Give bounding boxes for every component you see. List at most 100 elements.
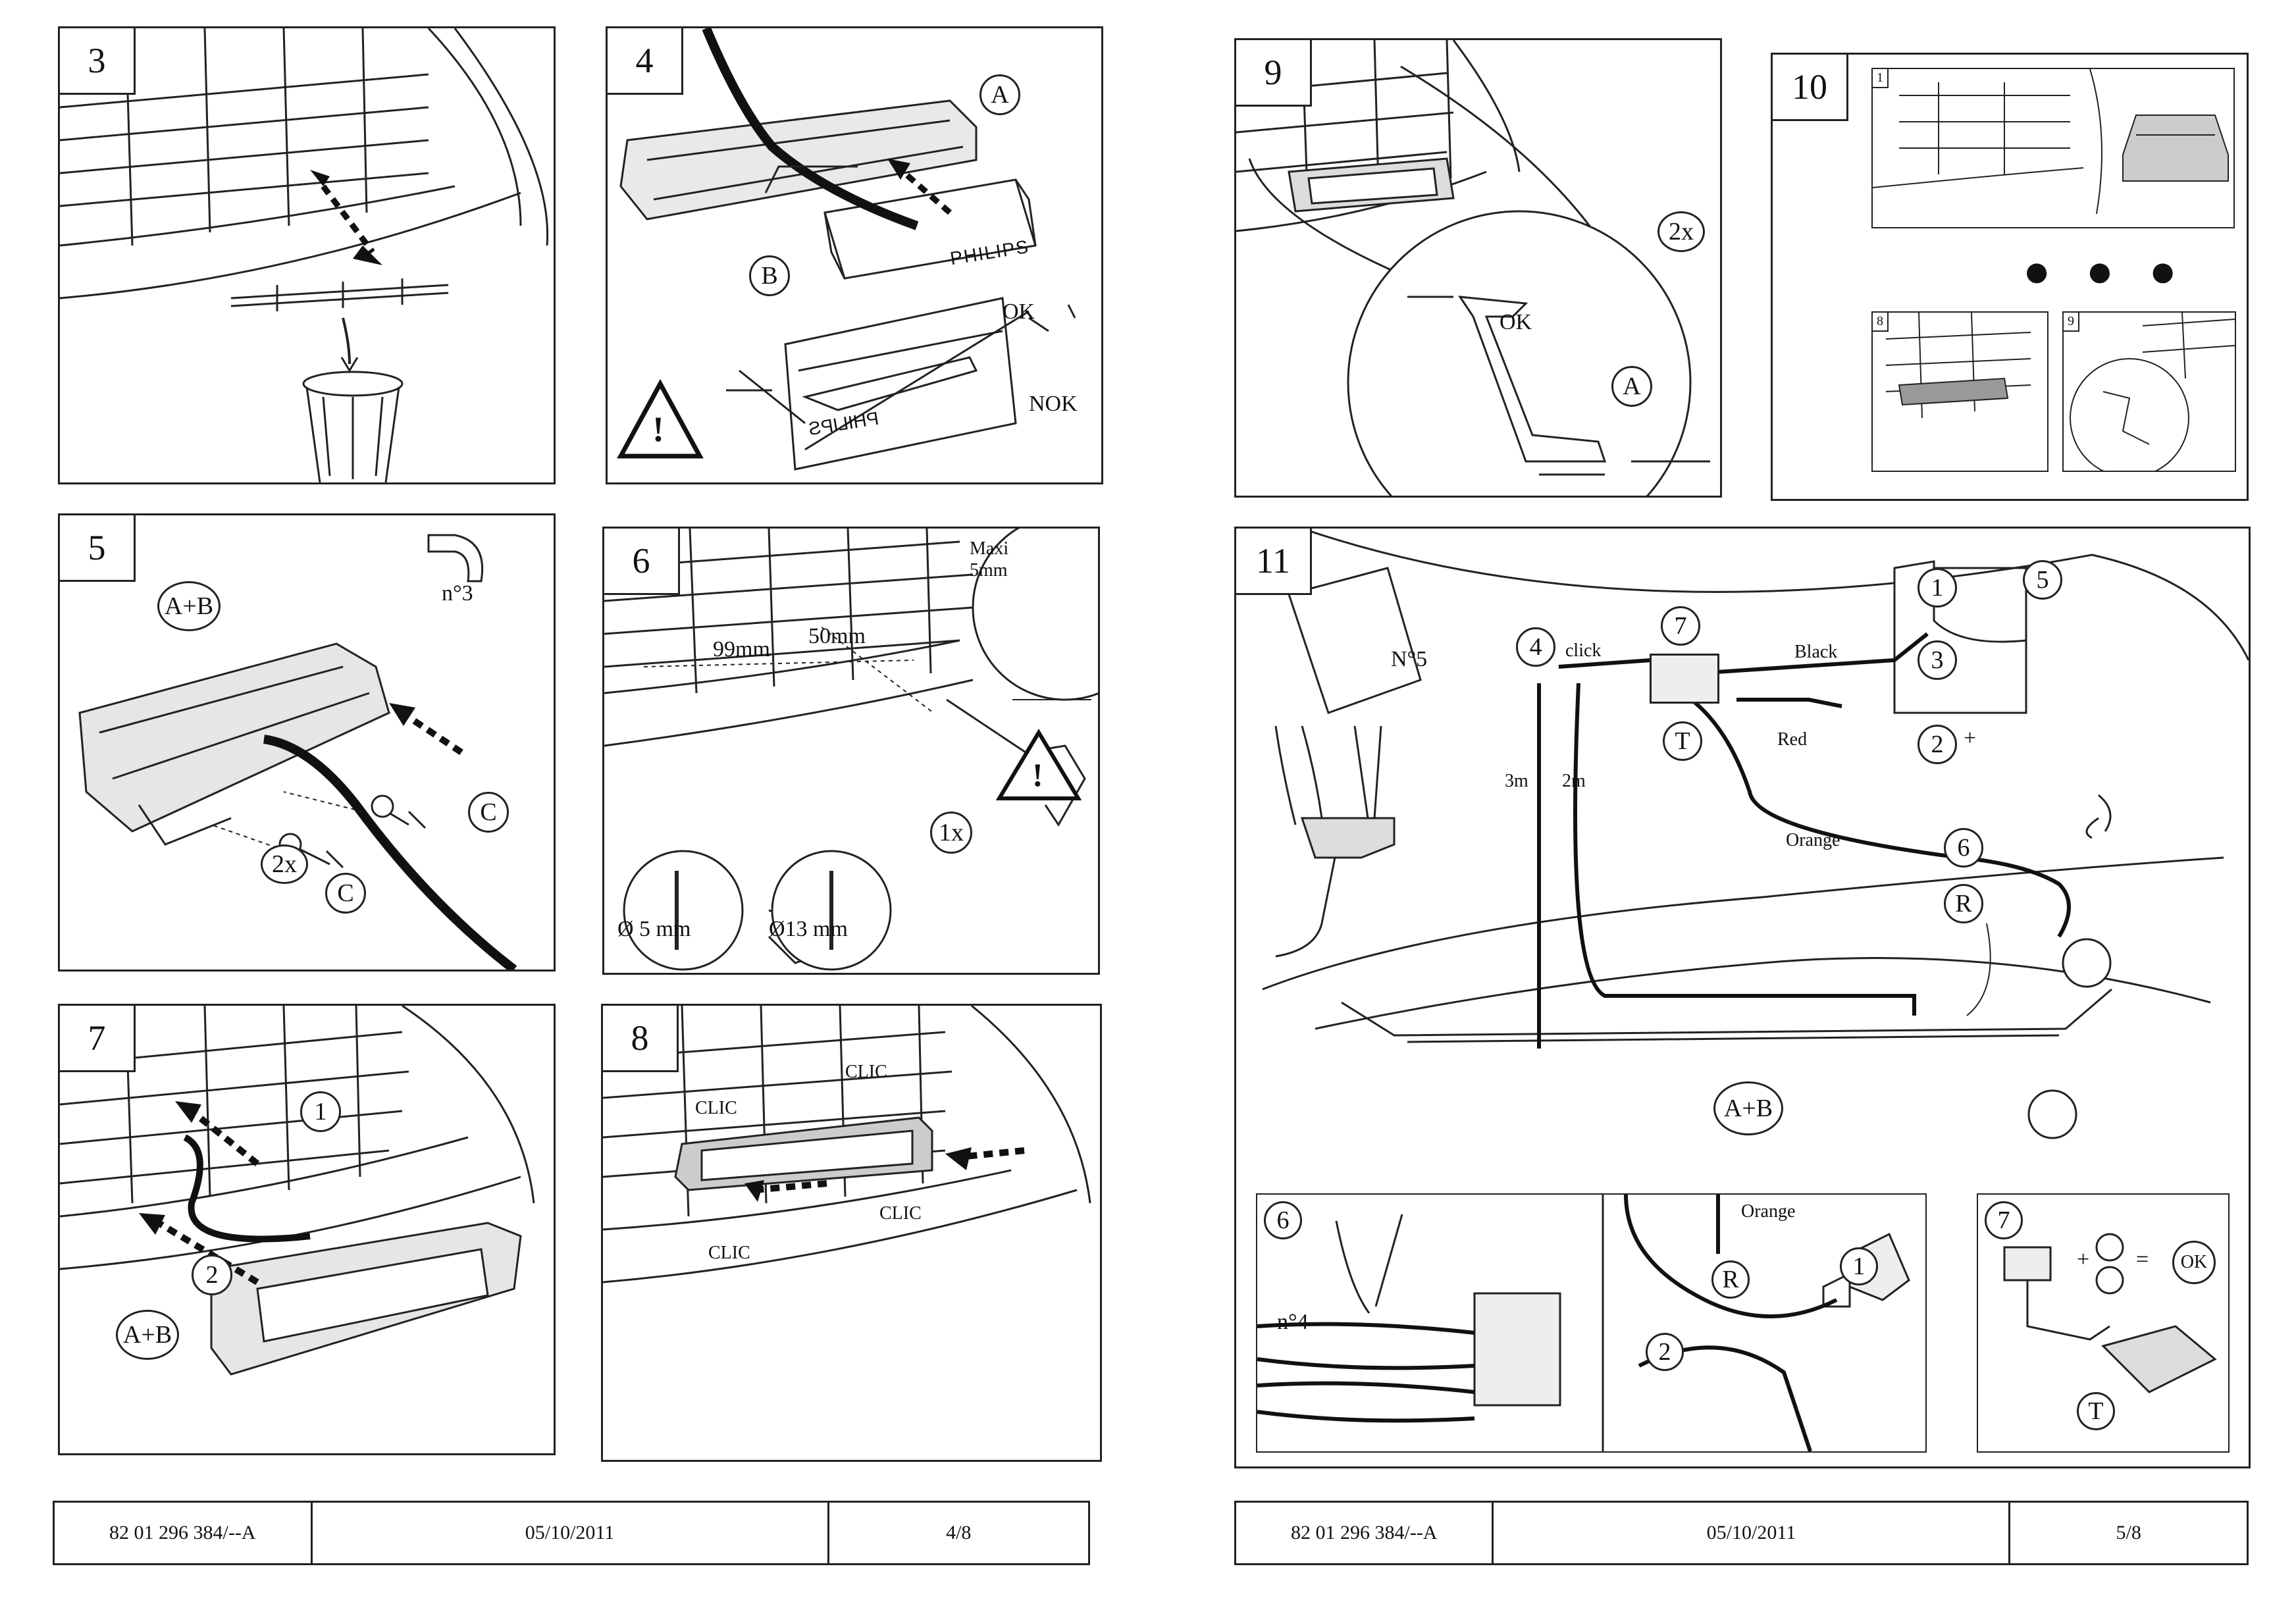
- callout-5: 5: [2023, 560, 2062, 600]
- clic-label: CLIC: [695, 1098, 737, 1118]
- callout-step-2: 2: [1646, 1333, 1684, 1371]
- callout-quantity: 1x: [930, 812, 972, 854]
- step-number: 3: [60, 28, 136, 95]
- callout-step-2: 2: [192, 1255, 232, 1295]
- drill-diameter-13: Ø13 mm: [769, 917, 848, 941]
- max-depth-label: Maxi: [970, 538, 1009, 559]
- cable-2m-label: 2m: [1562, 771, 1586, 791]
- step-7-panel: 7 1 2 A+B: [58, 1004, 556, 1455]
- ok-label: OK: [1003, 299, 1035, 324]
- drill-diameter-5: Ø 5 mm: [617, 917, 691, 941]
- callout-3: 3: [1918, 640, 1957, 680]
- page-number: 4/8: [946, 1522, 972, 1543]
- clip-thumbnail: [1885, 313, 2031, 419]
- step-5-panel: 5 A+B n°3 2x C C: [58, 513, 556, 971]
- detail-6-panel: 6 n°4 Orange R 1 2: [1256, 1193, 1927, 1453]
- step-9-panel: 9 2x OK A: [1234, 38, 1722, 498]
- test-detail: [2003, 1233, 2217, 1393]
- thumbnail-step-1: 1: [1871, 68, 2235, 228]
- callout-step-1: 1: [1840, 1247, 1878, 1285]
- clic-label: CLIC: [845, 1062, 887, 1082]
- callout-a-plus-b: A+B: [157, 581, 221, 631]
- step-4-panel: 4 A B PHILIPS PHILIPS OK NOK !: [606, 26, 1103, 484]
- warning-icon: !: [652, 409, 664, 449]
- nok-label: NOK: [1029, 392, 1078, 416]
- callout-b: B: [749, 255, 790, 296]
- callout-quantity: 2x: [261, 844, 308, 884]
- clic-label: CLIC: [708, 1243, 750, 1263]
- callout-a: A: [1611, 366, 1652, 407]
- detail-number: 7: [1985, 1201, 2023, 1239]
- right-page-footer: 82 01 296 384/--A 05/10/2011 5/8: [1234, 1501, 2249, 1565]
- wire-orange-label: Orange: [1786, 830, 1840, 850]
- equals-sign: =: [2136, 1247, 2149, 1272]
- vehicle-thumbnail: [1873, 69, 2229, 215]
- plus-sign: +: [2077, 1247, 2090, 1272]
- wire-orange-label: Orange: [1741, 1201, 1796, 1222]
- thumbnail-step-8: 8: [1871, 311, 2048, 472]
- thumbnail-step-9: 9: [2062, 311, 2236, 472]
- step-number: 5: [60, 515, 136, 582]
- callout-r: R: [1944, 884, 1983, 923]
- tool-size-label: n°4: [1277, 1310, 1309, 1334]
- detail-number: 6: [1264, 1201, 1302, 1239]
- battery-plus-sign: +: [1964, 726, 1977, 750]
- document-reference: 82 01 296 384/--A: [1236, 1503, 1494, 1563]
- document-date: 05/10/2011: [313, 1503, 829, 1563]
- cable-3m-label: 3m: [1505, 771, 1528, 791]
- callout-quantity: 2x: [1657, 211, 1705, 252]
- step-number: 4: [608, 28, 683, 95]
- step-number: 9: [1236, 40, 1312, 107]
- lamp-fitting-illustration: [60, 1006, 535, 1376]
- thumbnail-number: 8: [1873, 313, 1889, 332]
- callout-1: 1: [1918, 568, 1957, 608]
- left-page-footer: 82 01 296 384/--A 05/10/2011 4/8: [53, 1501, 1090, 1565]
- wiring-diagram: [1262, 529, 2249, 1139]
- page-number: 5/8: [2116, 1522, 2141, 1543]
- continuation-dots: ● ● ●: [2023, 246, 2189, 297]
- callout-screw-c: C: [468, 792, 509, 833]
- step-number: 7: [60, 1006, 136, 1072]
- step-number: 8: [603, 1006, 679, 1072]
- lamp-insertion-illustration: [617, 28, 1076, 471]
- ok-label: OK: [1500, 310, 1532, 334]
- callout-4: 4: [1516, 627, 1555, 667]
- grille-removal-illustration: [60, 28, 549, 482]
- step-number: 6: [604, 529, 680, 595]
- callout-6: 6: [1944, 828, 1983, 868]
- wire-red-label: Red: [1777, 729, 1808, 750]
- step-number: 11: [1236, 529, 1312, 595]
- callout-a-plus-b: A+B: [116, 1310, 179, 1360]
- distance-99mm: 99mm: [713, 637, 770, 661]
- bracket-check-illustration: [1236, 40, 1710, 496]
- step-8-panel: 8 CLIC CLIC CLIC CLIC: [601, 1004, 1102, 1462]
- cable-connection-detail: [1257, 1195, 1910, 1451]
- callout-a-plus-b: A+B: [1713, 1081, 1783, 1135]
- click-label: click: [1565, 640, 1602, 661]
- callout-a: A: [979, 74, 1020, 115]
- clic-label: CLIC: [879, 1203, 922, 1224]
- step-number: 10: [1773, 55, 1848, 121]
- clip-in-illustration: [603, 1006, 1091, 1283]
- step-6-panel: 6 99mm 50mm Maxi 5mm 1x Ø 5 mm Ø13 mm !: [602, 527, 1100, 975]
- thumbnail-number: 1: [1873, 69, 1889, 88]
- allen-key-size: n°3: [442, 581, 473, 606]
- callout-7: 7: [1661, 606, 1700, 646]
- max-depth-value: 5mm: [970, 560, 1008, 581]
- callout-r: R: [1711, 1260, 1750, 1299]
- document-date: 05/10/2011: [1494, 1503, 2011, 1563]
- manual-reference: N°5: [1391, 647, 1428, 671]
- warning-icon: !: [1032, 756, 1043, 793]
- drilling-illustration: [604, 529, 1098, 971]
- step-3-panel: 3: [58, 26, 556, 484]
- control-box: [1650, 654, 1719, 704]
- step-11-panel: 11 N°5 1 5: [1234, 527, 2251, 1468]
- step-10-panel: 10 1 ● ● ● 8 9: [1771, 53, 2249, 501]
- screw-assembly-illustration: [78, 534, 517, 970]
- detail-7-panel: 7 + = OK T: [1977, 1193, 2230, 1453]
- distance-50mm: 50mm: [808, 624, 866, 648]
- thumbnail-number: 9: [2064, 313, 2079, 332]
- ok-badge: OK: [2172, 1241, 2216, 1284]
- document-reference: 82 01 296 384/--A: [55, 1503, 313, 1563]
- bracket-thumbnail: [2070, 313, 2235, 471]
